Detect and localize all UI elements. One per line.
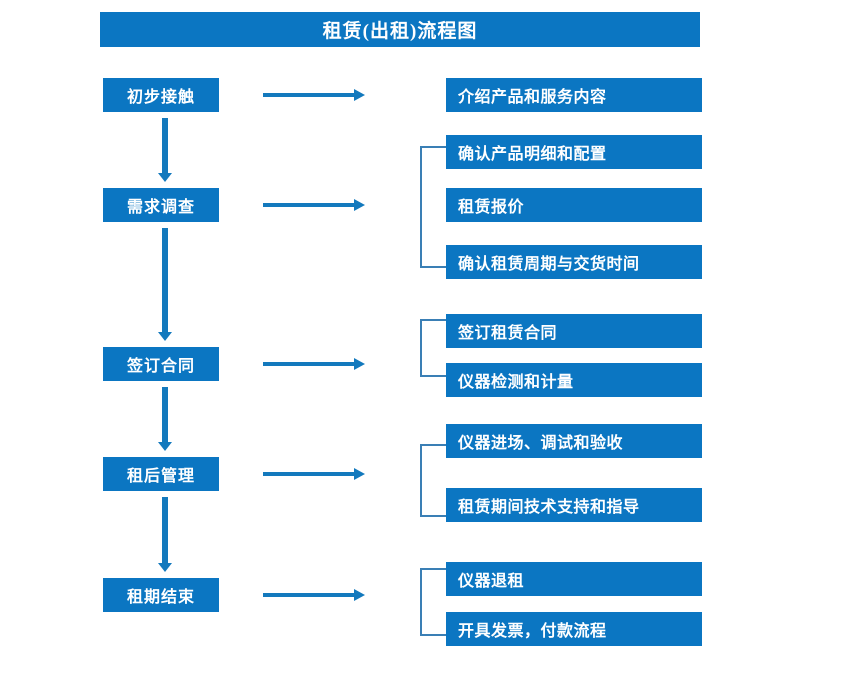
stage-box-demand-survey[interactable]: 需求调查: [103, 188, 219, 222]
arrow-shaft: [162, 228, 168, 332]
stage-box-sign-contract[interactable]: 签订合同: [103, 347, 219, 381]
detail-label: 仪器进场、调试和验收: [458, 435, 624, 452]
stage-label: 初步接触: [126, 89, 195, 106]
detail-box-sign-rental-contract[interactable]: 签订租赁合同: [446, 314, 702, 348]
right-arrow-icon-stage1: [263, 89, 365, 101]
down-arrow-icon-stage2-stage3: [158, 228, 172, 341]
arrow-shaft: [162, 118, 168, 173]
down-arrow-icon-stage1-stage2: [158, 118, 172, 182]
arrow-head: [158, 563, 172, 572]
arrow-shaft: [263, 203, 355, 207]
bracket-group5: [420, 568, 447, 636]
down-arrow-icon-stage3-stage4: [158, 387, 172, 451]
detail-label: 开具发票，付款流程: [458, 623, 607, 640]
detail-label: 仪器退租: [458, 573, 525, 590]
detail-box-rental-quotation[interactable]: 租赁报价: [446, 188, 702, 222]
arrow-head: [158, 332, 172, 341]
detail-box-confirm-rental-period[interactable]: 确认租赁周期与交货时间: [446, 245, 702, 279]
detail-box-introduce-products[interactable]: 介绍产品和服务内容: [446, 78, 702, 112]
arrow-head: [354, 589, 365, 601]
diagram-title-bar: 租赁(出租)流程图: [100, 12, 700, 47]
detail-label: 仪器检测和计量: [458, 374, 574, 391]
stage-box-initial-contact[interactable]: 初步接触: [103, 78, 219, 112]
bracket-group3: [420, 319, 447, 377]
stage-box-rental-end[interactable]: 租期结束: [103, 578, 219, 612]
arrow-head: [158, 173, 172, 182]
detail-label: 签订租赁合同: [458, 325, 558, 342]
detail-label: 租赁报价: [458, 199, 525, 216]
stage-box-post-rental-management[interactable]: 租后管理: [103, 457, 219, 491]
right-arrow-icon-stage3: [263, 358, 365, 370]
detail-label: 介绍产品和服务内容: [458, 89, 607, 106]
detail-box-technical-support[interactable]: 租赁期间技术支持和指导: [446, 488, 702, 522]
arrow-shaft: [162, 497, 168, 563]
down-arrow-icon-stage4-stage5: [158, 497, 172, 572]
arrow-head: [354, 468, 365, 480]
arrow-shaft: [263, 472, 355, 476]
stage-label: 租期结束: [126, 589, 195, 606]
stage-label: 租后管理: [126, 468, 195, 485]
arrow-head: [354, 358, 365, 370]
arrow-head: [158, 442, 172, 451]
stage-label: 需求调查: [126, 199, 195, 216]
arrow-shaft: [263, 93, 355, 97]
right-arrow-icon-stage5: [263, 589, 365, 601]
bracket-group4: [420, 444, 447, 517]
diagram-title: 租赁(出租)流程图: [322, 21, 478, 42]
detail-box-instrument-return[interactable]: 仪器退租: [446, 562, 702, 596]
arrow-shaft: [162, 387, 168, 442]
detail-box-instrument-inspection[interactable]: 仪器检测和计量: [446, 363, 702, 397]
arrow-shaft: [263, 593, 355, 597]
detail-label: 确认租赁周期与交货时间: [458, 256, 640, 273]
detail-label: 租赁期间技术支持和指导: [458, 499, 640, 516]
detail-box-invoice-payment[interactable]: 开具发票，付款流程: [446, 612, 702, 646]
detail-box-confirm-product-details[interactable]: 确认产品明细和配置: [446, 135, 702, 169]
stage-label: 签订合同: [126, 358, 195, 375]
bracket-group2: [420, 146, 447, 268]
detail-box-instrument-entry-commissioning[interactable]: 仪器进场、调试和验收: [446, 424, 702, 458]
arrow-head: [354, 199, 365, 211]
right-arrow-icon-stage4: [263, 468, 365, 480]
right-arrow-icon-stage2: [263, 199, 365, 211]
arrow-head: [354, 89, 365, 101]
detail-label: 确认产品明细和配置: [458, 146, 607, 163]
arrow-shaft: [263, 362, 355, 366]
